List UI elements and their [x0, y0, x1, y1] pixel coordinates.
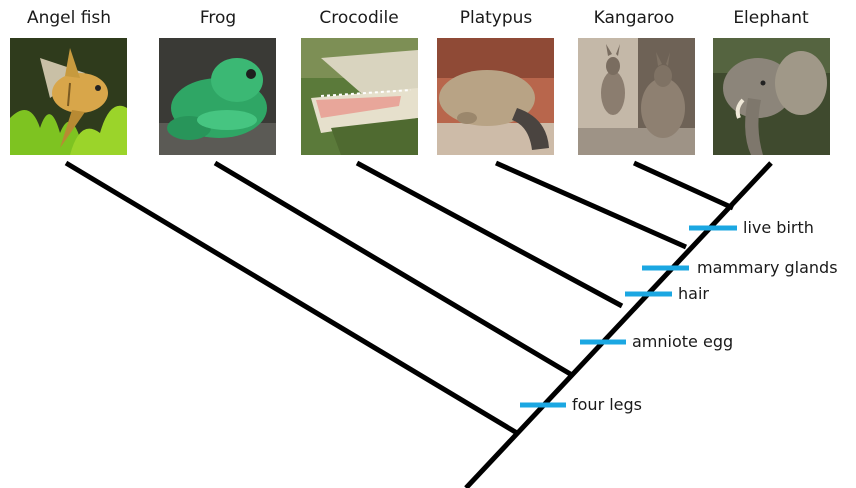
trait-label-amniote-egg: amniote egg: [632, 332, 733, 351]
trait-label-mammary-glands: mammary glands: [697, 258, 838, 277]
branch-crocodile: [357, 163, 622, 306]
tree-trunk: [466, 163, 771, 488]
trait-label-hair: hair: [678, 284, 709, 303]
branch-kangaroo: [634, 163, 733, 208]
branch-angel-fish: [66, 163, 517, 433]
trait-label-four-legs: four legs: [572, 395, 642, 414]
trait-label-live-birth: live birth: [743, 218, 814, 237]
branch-frog: [215, 163, 572, 375]
